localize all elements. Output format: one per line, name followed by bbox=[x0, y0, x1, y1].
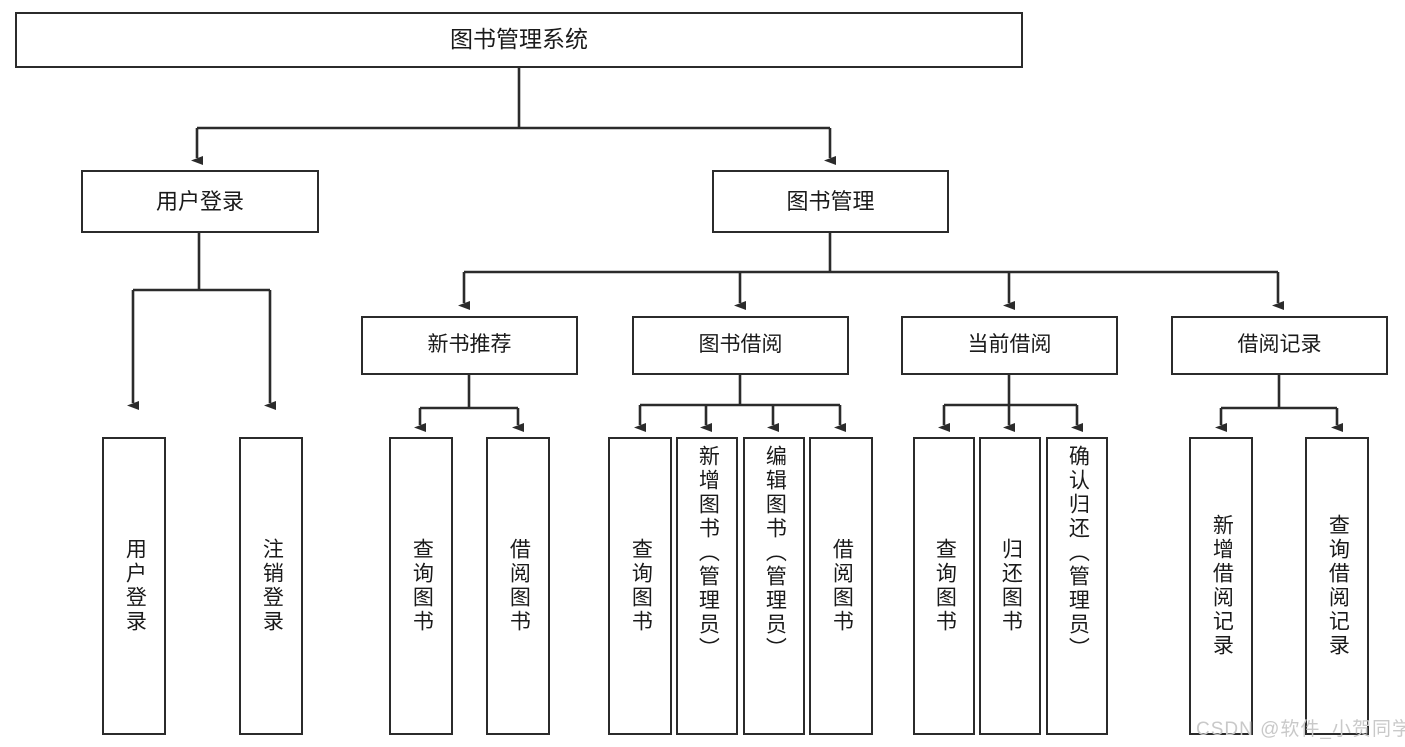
node-leaf-add-borrow-record[interactable]: 新增借阅记录 bbox=[1189, 437, 1253, 735]
node-book-borrow[interactable]: 图书借阅 bbox=[632, 316, 849, 375]
node-book-management[interactable]: 图书管理 bbox=[712, 170, 949, 233]
node-leaf-logout-login[interactable]: 注销登录 bbox=[239, 437, 303, 735]
node-new-book-recommend[interactable]: 新书推荐 bbox=[361, 316, 578, 375]
node-leaf-user-login[interactable]: 用户登录 bbox=[102, 437, 166, 735]
node-borrow-record[interactable]: 借阅记录 bbox=[1171, 316, 1388, 375]
node-leaf-query-borrow-record[interactable]: 查询借阅记录 bbox=[1305, 437, 1369, 735]
node-current-borrow[interactable]: 当前借阅 bbox=[901, 316, 1118, 375]
node-leaf-return-book[interactable]: 归还图书 bbox=[979, 437, 1041, 735]
node-user-login[interactable]: 用户登录 bbox=[81, 170, 319, 233]
node-leaf-borrow-book-recommend[interactable]: 借阅图书 bbox=[486, 437, 550, 735]
node-leaf-edit-book[interactable]: 编辑图书（管理员） bbox=[743, 437, 805, 735]
node-leaf-query-book-borrow[interactable]: 查询图书 bbox=[608, 437, 672, 735]
node-root[interactable]: 图书管理系统 bbox=[15, 12, 1023, 68]
node-leaf-add-book[interactable]: 新增图书（管理员） bbox=[676, 437, 738, 735]
node-leaf-query-book-current[interactable]: 查询图书 bbox=[913, 437, 975, 735]
node-leaf-borrow-book[interactable]: 借阅图书 bbox=[809, 437, 873, 735]
watermark-text: CSDN @软件_小贺同学 bbox=[1196, 719, 1405, 740]
node-leaf-confirm-return[interactable]: 确认归还（管理员） bbox=[1046, 437, 1108, 735]
node-leaf-query-book-recommend[interactable]: 查询图书 bbox=[389, 437, 453, 735]
